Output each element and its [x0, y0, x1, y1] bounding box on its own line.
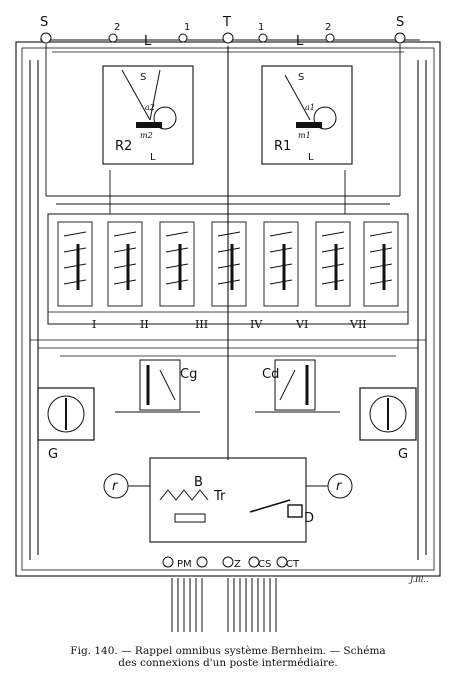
terminal-label-2-left: 2	[114, 22, 120, 33]
switch-label-4: IV	[250, 318, 263, 331]
relay-r2-label: R2	[115, 139, 132, 154]
switch-bank: I II III IV VI VII	[47, 213, 409, 331]
switch-label-6: VI	[295, 318, 308, 331]
galvanometer-left: G	[37, 387, 95, 462]
svg-text:S: S	[298, 72, 304, 83]
commutator-cg: Cg	[115, 359, 200, 413]
switch-unit	[107, 221, 143, 307]
commutator-cd: Cd	[255, 359, 340, 413]
svg-text:S: S	[140, 72, 146, 83]
terminal-label-1-left: 1	[184, 22, 190, 33]
terminal-label-ct: CT	[286, 559, 300, 570]
switch-unit	[263, 221, 299, 307]
terminal-label-cs: CS	[258, 559, 271, 570]
coil-label: B	[194, 475, 203, 490]
commutator-cd-label: Cd	[262, 367, 279, 382]
figure-caption: Fig. 140. — Rappel omnibus système Bernh…	[0, 645, 456, 669]
caption-line-2: des connexions d'un poste intermédiaire.	[118, 657, 338, 669]
relay-r1: S a1 m1 R1 L	[261, 65, 353, 165]
terminal-label-2-right: 2	[325, 22, 331, 33]
resistance-left-label: r	[112, 479, 119, 494]
svg-text:m2: m2	[140, 131, 153, 140]
switch-label-1: I	[92, 318, 96, 331]
bottom-terminals: PM Z CS CT	[162, 556, 300, 570]
detector-label: D	[304, 511, 314, 526]
switch-label-3: III	[195, 318, 208, 331]
switch-label-2: II	[140, 318, 149, 331]
relay-r1-label: R1	[274, 139, 291, 154]
galvanometer-right: G	[359, 387, 417, 462]
terminal-label-s-right: S	[396, 15, 404, 30]
svg-text:a1: a1	[305, 103, 315, 112]
switch-unit	[363, 221, 399, 307]
engraver-mark: J.Ill..	[408, 575, 429, 584]
galvanometer-right-label: G	[398, 447, 408, 462]
terminal-label-l-left: L	[144, 34, 152, 49]
resistance-right-label: r	[336, 479, 343, 494]
terminal-label-pm: PM	[177, 559, 192, 570]
terminal-label-z: Z	[234, 559, 241, 570]
switch-unit	[159, 221, 195, 307]
galvanometer-left-label: G	[48, 447, 58, 462]
top-terminals: S 2 L 1 T 1 L 2 S	[40, 15, 406, 49]
caption-line-1: Fig. 140. — Rappel omnibus système Bernh…	[70, 645, 386, 657]
bottom-box: r r B Tr D	[103, 457, 353, 543]
relay-r2: S a2 m2 R2 L	[102, 65, 194, 165]
terminal-label-s-left: S	[40, 15, 48, 30]
cable-bundles	[171, 578, 277, 632]
terminal-label-t: T	[222, 15, 231, 30]
switch-unit	[57, 221, 93, 307]
switch-unit	[211, 221, 247, 307]
switch-label-7: VII	[349, 318, 367, 331]
transformer-label: Tr	[213, 489, 226, 504]
commutator-cg-label: Cg	[180, 367, 197, 382]
svg-text:m1: m1	[298, 131, 311, 140]
svg-text:L: L	[150, 152, 156, 163]
terminal-label-1-right: 1	[258, 22, 264, 33]
svg-text:L: L	[308, 152, 314, 163]
svg-text:a2: a2	[145, 103, 155, 112]
switch-unit	[315, 221, 351, 307]
terminal-label-l-right: L	[296, 34, 304, 49]
